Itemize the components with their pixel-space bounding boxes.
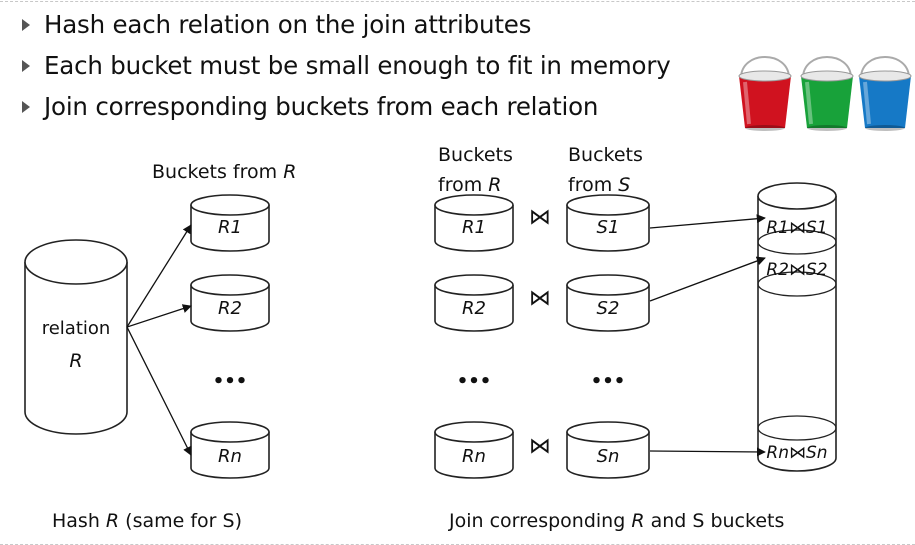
triangle-bullet-icon <box>22 18 30 31</box>
result-label-1: R1⋈S1 <box>766 218 827 238</box>
green-bucket-icon <box>797 48 854 132</box>
bullet-text: Hash each relation on the join attribute… <box>44 10 532 39</box>
s-buckets-heading-line2: from S <box>568 174 630 196</box>
bullet-item: Hash each relation on the join attribute… <box>22 4 671 45</box>
r-bucket-label-rn: Rn <box>462 446 486 467</box>
left-caption: Hash R (same for S) <box>52 510 242 532</box>
result-separator-2 <box>757 283 837 297</box>
s-ellipsis: ••• <box>591 371 626 392</box>
r-bucket-label-r1: R1 <box>462 217 486 238</box>
bullet-text: Each bucket must be small enough to fit … <box>44 51 671 80</box>
result-separator-1 <box>757 241 837 255</box>
join-arrow-2 <box>649 256 766 302</box>
s-bucket-label-s1: S1 <box>597 217 620 238</box>
s-buckets-heading-line1: Buckets <box>568 144 643 166</box>
result-separator-3 <box>757 427 837 441</box>
left-bucket-cylinder <box>190 194 270 252</box>
result-label-2: R2⋈S2 <box>766 260 827 280</box>
join-symbol-2: ⋈ <box>529 286 551 311</box>
s-bucket-label-s2: S2 <box>597 298 620 319</box>
s-bucket-label-sn: Sn <box>597 446 620 467</box>
left-bucket-cylinder <box>190 274 270 332</box>
r-ellipsis: ••• <box>457 371 492 392</box>
r-bucket-label-r2: R2 <box>462 298 486 319</box>
triangle-bullet-icon <box>22 100 30 113</box>
hash-arrow-2 <box>126 304 192 328</box>
result-cylinder <box>757 182 837 472</box>
r-buckets-heading-line1: Buckets <box>438 144 513 166</box>
relation-label: relation <box>42 318 111 339</box>
s-bucket-cylinder <box>566 421 650 479</box>
result-label-n: Rn⋈Sn <box>766 443 827 463</box>
relation-r-cylinder <box>24 239 128 435</box>
s-bucket-cylinder <box>566 274 650 332</box>
blue-bucket-icon <box>855 48 912 132</box>
r-bucket-cylinder <box>434 274 514 332</box>
bucket-label-rn: Rn <box>218 446 242 467</box>
join-symbol-n: ⋈ <box>529 434 551 459</box>
relation-var-label: R <box>69 350 82 372</box>
r-buckets-heading-line2: from R <box>438 174 501 196</box>
bullet-text: Join corresponding buckets from each rel… <box>44 92 599 121</box>
join-arrow-n <box>649 447 766 457</box>
triangle-bullet-icon <box>22 59 30 72</box>
join-arrow-1 <box>649 214 766 229</box>
bucket-label-r1: R1 <box>218 217 242 238</box>
left-ellipsis: ••• <box>213 371 248 392</box>
s-bucket-cylinder <box>566 194 650 252</box>
top-divider <box>0 1 915 2</box>
bullet-item: Each bucket must be small enough to fit … <box>22 45 671 86</box>
hash-arrow-1 <box>126 224 192 328</box>
bullet-item: Join corresponding buckets from each rel… <box>22 86 671 127</box>
bucket-label-r2: R2 <box>218 298 242 319</box>
bullet-list: Hash each relation on the join attribute… <box>22 4 671 127</box>
red-bucket-icon <box>735 48 792 132</box>
result-separator-1-top <box>757 229 837 243</box>
right-caption: Join corresponding R and S buckets <box>448 510 784 532</box>
result-separator-3-top <box>757 415 837 429</box>
r-bucket-cylinder <box>434 194 514 252</box>
hash-arrow-n <box>126 326 192 456</box>
left-bucket-cylinder <box>190 421 270 479</box>
r-bucket-cylinder <box>434 421 514 479</box>
result-separator-2-top <box>757 271 837 285</box>
left-buckets-heading: Buckets from R <box>152 161 296 183</box>
join-symbol-1: ⋈ <box>529 205 551 230</box>
